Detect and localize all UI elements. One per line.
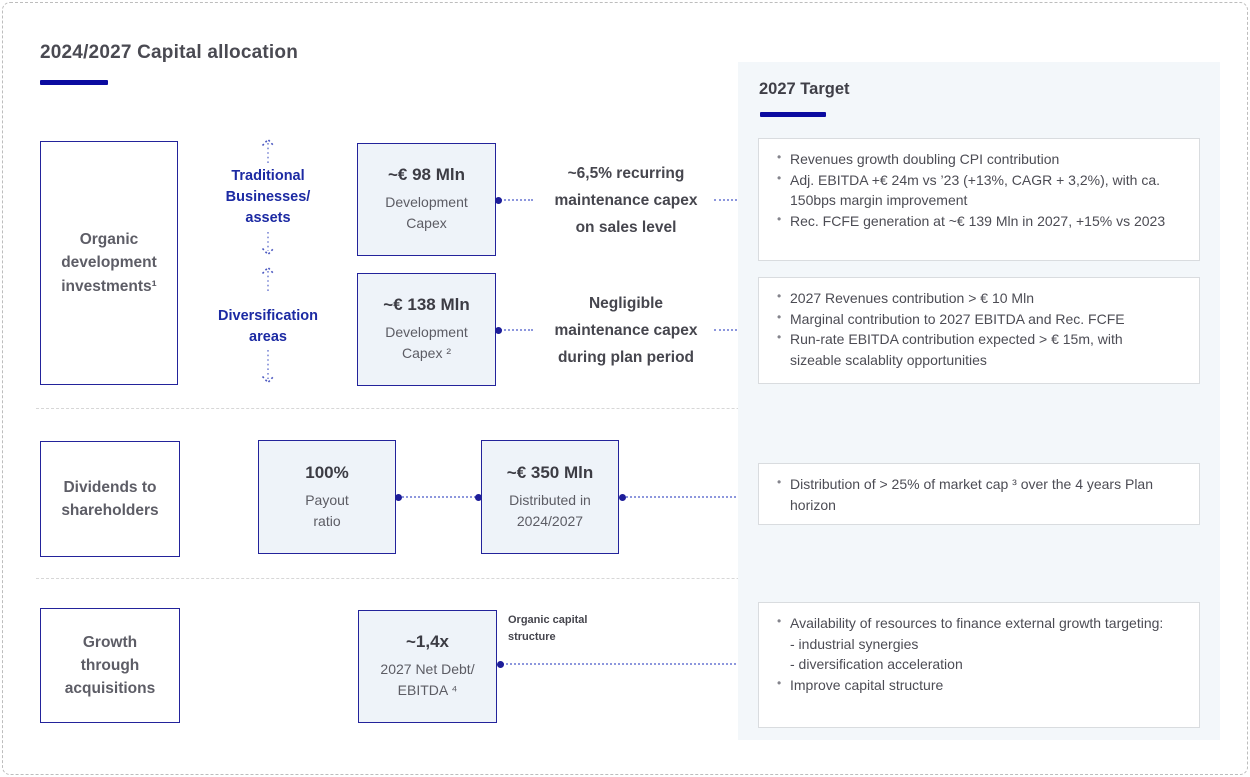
category-label: investments¹ bbox=[61, 277, 157, 295]
branch-label-line: areas bbox=[249, 329, 287, 346]
target-box-acquisitions: Availability of resources to finance ext… bbox=[758, 602, 1200, 728]
value-amount: ~1,4x bbox=[405, 632, 449, 651]
value-box-dev-capex-traditional: ~€ 98 Mln Development Capex bbox=[357, 143, 496, 256]
category-label: through bbox=[80, 656, 140, 674]
target-box-organic-traditional: Revenues growth doubling CPI contributio… bbox=[758, 138, 1200, 261]
value-label-line: 2024/2027 bbox=[516, 512, 584, 529]
target-panel-heading: 2027 Target bbox=[759, 80, 850, 98]
branch-label-line: Diversification bbox=[218, 308, 318, 324]
side-label-line: structure bbox=[508, 631, 556, 644]
target-bullet: 2027 Revenues contribution > € 10 Mln bbox=[775, 288, 1177, 309]
category-label: Organic bbox=[79, 231, 139, 249]
branch-label-traditional: Traditional Businesses/ assets bbox=[203, 166, 333, 229]
category-label: shareholders bbox=[61, 502, 159, 519]
note-line: maintenance capex bbox=[554, 322, 698, 340]
dotted-connector bbox=[395, 493, 482, 501]
dotted-connector bbox=[495, 326, 533, 334]
value-label-line: 2027 Net Debt/ bbox=[380, 661, 475, 677]
value-label-line: Distributed in bbox=[509, 491, 591, 508]
page-title: 2024/2027 Capital allocation bbox=[40, 42, 298, 63]
value-amount: ~€ 98 Mln bbox=[387, 165, 465, 184]
value-amount: 100% bbox=[305, 462, 349, 482]
target-heading-accent-bar bbox=[760, 112, 826, 117]
value-label-line: Capex bbox=[406, 215, 447, 231]
value-box-net-debt-ebitda: ~1,4x 2027 Net Debt/ EBITDA ⁴ bbox=[358, 610, 497, 723]
note-line: maintenance capex bbox=[554, 192, 698, 210]
dotted-arrow-down-icon bbox=[261, 232, 275, 256]
note-maintenance-capex-diversification: Negligible maintenance capex during plan… bbox=[530, 290, 722, 371]
value-label-line: Development bbox=[385, 194, 468, 210]
category-box-dividends: Dividends to shareholders bbox=[40, 441, 180, 557]
category-label: Growth bbox=[82, 633, 138, 651]
dotted-connector bbox=[495, 196, 533, 204]
branch-label-line: Traditional bbox=[231, 168, 305, 184]
value-amount: ~€ 138 Mln bbox=[383, 295, 470, 314]
category-label: acquisitions bbox=[64, 680, 156, 698]
target-bullet: Availability of resources to finance ext… bbox=[775, 613, 1177, 634]
value-label-line: Development bbox=[385, 324, 468, 340]
category-box-organic: Organic development investments¹ bbox=[40, 141, 178, 385]
note-line: ~6,5% recurring bbox=[567, 165, 685, 182]
target-panel: 2027 Target Revenues growth doubling CPI… bbox=[738, 62, 1220, 740]
value-box-dev-capex-diversification: ~€ 138 Mln Development Capex ² bbox=[357, 273, 496, 386]
title-accent-bar bbox=[40, 80, 108, 85]
dotted-connector bbox=[497, 660, 758, 668]
note-line: on sales level bbox=[575, 219, 677, 237]
value-amount: ~€ 350 Mln bbox=[506, 462, 594, 482]
target-bullet: Revenues growth doubling CPI contributio… bbox=[775, 149, 1177, 170]
note-maintenance-capex-traditional: ~6,5% recurring maintenance capex on sal… bbox=[530, 160, 722, 241]
target-box-organic-diversification: 2027 Revenues contribution > € 10 Mln Ma… bbox=[758, 277, 1200, 384]
value-label-line: Payout bbox=[305, 491, 349, 508]
target-bullet: Distribution of > 25% of market cap ³ ov… bbox=[775, 474, 1177, 515]
category-box-acquisitions: Growth through acquisitions bbox=[40, 608, 180, 723]
target-box-dividends: Distribution of > 25% of market cap ³ ov… bbox=[758, 463, 1200, 525]
dotted-arrow-down-icon bbox=[261, 350, 275, 384]
row-divider bbox=[36, 578, 1210, 579]
target-bullet: Adj. EBITDA +€ 24m vs ’23 (+13%, CAGR + … bbox=[775, 170, 1177, 211]
side-label-line: Organic capital bbox=[508, 614, 588, 626]
dotted-connector bbox=[619, 493, 758, 501]
target-subline: - industrial synergies bbox=[790, 635, 919, 652]
category-label: Dividends to bbox=[63, 478, 157, 496]
value-label-line: EBITDA ⁴ bbox=[397, 682, 458, 698]
value-label-line: Capex ² bbox=[401, 345, 452, 361]
label-organic-capital-structure: Organic capital structure bbox=[508, 612, 608, 646]
dotted-arrow-up-icon bbox=[261, 138, 275, 164]
target-bullet: Run-rate EBITDA contribution expected > … bbox=[775, 329, 1177, 370]
value-box-distributed: ~€ 350 Mln Distributed in 2024/2027 bbox=[481, 440, 619, 554]
target-bullet: Rec. FCFE generation at ~€ 139 Mln in 20… bbox=[775, 211, 1177, 232]
value-label-line: ratio bbox=[313, 512, 341, 529]
note-line: during plan period bbox=[557, 349, 695, 367]
target-bullet: Marginal contribution to 2027 EBITDA and… bbox=[775, 309, 1177, 330]
note-line: Negligible bbox=[588, 295, 664, 312]
branch-label-line: Businesses/ bbox=[225, 189, 311, 206]
value-box-payout-ratio: 100% Payout ratio bbox=[258, 440, 396, 554]
row-divider bbox=[36, 408, 1210, 409]
branch-label-diversification: Diversification areas bbox=[203, 306, 333, 348]
target-subline: - diversification acceleration bbox=[790, 656, 963, 673]
branch-label-line: assets bbox=[245, 210, 291, 227]
dotted-arrow-up-icon bbox=[261, 266, 275, 294]
category-label: development bbox=[61, 254, 157, 272]
target-bullet: Improve capital structure bbox=[775, 675, 1177, 696]
